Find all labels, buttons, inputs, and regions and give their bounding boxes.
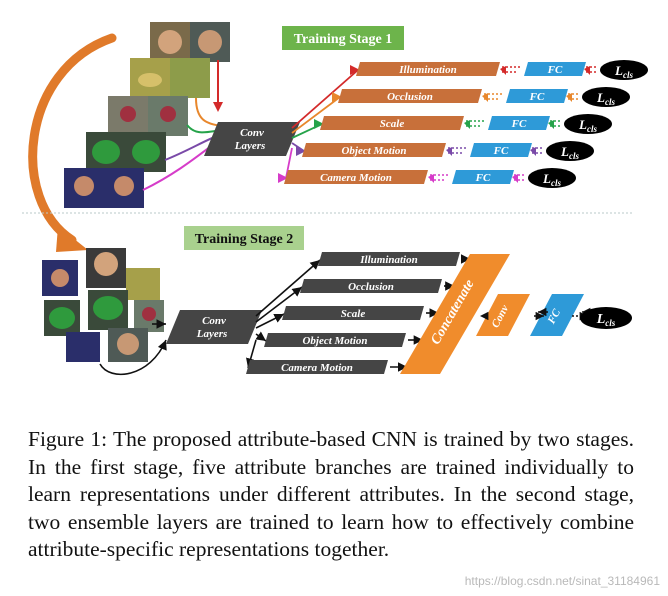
stage1-branch-arrow: [285, 147, 293, 179]
stage1-fc-box: [452, 170, 514, 184]
stage1-loss-subscript: cls: [551, 178, 561, 188]
stage1-branch-box: [284, 170, 428, 184]
stage1-fc-box: [470, 143, 532, 157]
stage1-fc-box: [488, 116, 550, 130]
stage1-branch-arrow: [291, 69, 359, 129]
stage2-branch-box: [300, 279, 442, 293]
stage1-loss-oval: [528, 168, 576, 188]
stage1-loss-subscript: cls: [623, 70, 633, 80]
stage1-loss-oval: [546, 141, 594, 161]
stage2-conv-line2: Layers: [196, 328, 228, 340]
stage2-fc-box: [530, 294, 584, 336]
stage1-branch-arrowhead: [296, 146, 306, 156]
stage1-branch-arrowhead: [350, 65, 360, 75]
stage1-title: Training Stage 1: [294, 32, 393, 47]
stage2-branch-label: Illumination: [359, 254, 417, 266]
stage2-branch-arrow: [255, 259, 321, 317]
stage2-conv-box: [166, 310, 262, 344]
stage1-branch-arrowhead: [314, 119, 324, 129]
stage2-branch-arrow: [255, 313, 285, 329]
stage2-branch-box: [282, 306, 424, 320]
stage2-branch-label: Camera Motion: [281, 362, 353, 374]
thumb-2b: [170, 58, 210, 98]
stage1-fc-label: FC: [475, 172, 491, 184]
stage1-loss-subscript: cls: [605, 97, 615, 107]
stage1-title-box: [282, 26, 404, 50]
stage1-branch-label: Occlusion: [387, 91, 433, 103]
stage1-branch-box: [320, 116, 464, 130]
stage1-fc-box: [524, 62, 586, 76]
stage1-dash-head: [446, 147, 452, 156]
stage2-branch-arrow: [255, 286, 303, 323]
stage2-loss-subscript: cls: [605, 318, 615, 328]
stage1-branch-box: [356, 62, 500, 76]
stage2-conv-line1: Conv: [202, 315, 226, 327]
stage1-branch-arrow: [291, 96, 341, 134]
stage1-fc-label: FC: [529, 91, 545, 103]
stage1-dash-head: [464, 120, 470, 129]
stage2-loss-oval: [580, 307, 632, 329]
stage1-loss-head: [548, 120, 554, 129]
stage1-conv-line1: Conv: [240, 127, 264, 139]
stage-transition-arrow: [28, 33, 117, 245]
stage2-branch-label: Object Motion: [302, 335, 367, 347]
stage2-branch-arrow: [255, 331, 267, 342]
stage1-dash-head: [482, 93, 488, 102]
stage1-fc-box: [506, 89, 568, 103]
stage2-branch-box: [246, 360, 388, 374]
stage1-branch-box: [302, 143, 446, 157]
stage1-dash-head: [500, 66, 506, 75]
stage1-conv-box: [204, 122, 300, 156]
stage2-branch-label: Occlusion: [348, 281, 394, 293]
stage1-branch-arrowhead: [332, 92, 342, 102]
stage1-loss-oval: [582, 87, 630, 107]
stage1-thumbnails: [64, 22, 230, 208]
stage1-loss-oval: [564, 114, 612, 134]
stage2-branch-box: [264, 333, 406, 347]
attribute-cnn-diagram: Training Stage 1 Conv Layers Illuminatio…: [22, 22, 648, 376]
stage1-branch-label: Illumination: [398, 64, 456, 76]
stage1-loss-subscript: cls: [587, 124, 597, 134]
stage2-branch-box: [318, 252, 460, 266]
stage1-fc-label: FC: [547, 64, 563, 76]
stage1-branch-arrowhead: [278, 173, 288, 183]
stage2-title-box: [184, 226, 304, 250]
stage1-loss-head: [566, 93, 572, 102]
stage1-loss-head: [584, 66, 590, 75]
stage1-fc-label: FC: [493, 145, 509, 157]
stage1-loss-oval: [600, 60, 648, 80]
stage1-branch-label: Scale: [380, 118, 405, 130]
watermark: https://blog.csdn.net/sinat_31184961: [464, 574, 660, 588]
stage1-loss-head: [530, 147, 536, 156]
stage1-loss-subscript: cls: [569, 151, 579, 161]
stage2-branch-label: Scale: [341, 308, 366, 320]
stage2-conv2-box: [476, 294, 530, 336]
stage2-title: Training Stage 2: [195, 232, 294, 247]
stage2-thumbnails: [42, 248, 164, 362]
stage1-conv-line2: Layers: [234, 140, 266, 152]
concatenate-box: [400, 254, 510, 374]
stage1-loss-head: [512, 174, 518, 183]
stage1-branch-label: Object Motion: [341, 145, 406, 157]
figure-caption: Figure 1: The proposed attribute-based C…: [28, 427, 634, 562]
stage1-branch-box: [338, 89, 482, 103]
stage1-dash-head: [428, 174, 434, 183]
stage1-fc-label: FC: [511, 118, 527, 130]
stage-transition-arrowhead: [56, 226, 88, 252]
stage1-branch-label: Camera Motion: [320, 172, 392, 184]
